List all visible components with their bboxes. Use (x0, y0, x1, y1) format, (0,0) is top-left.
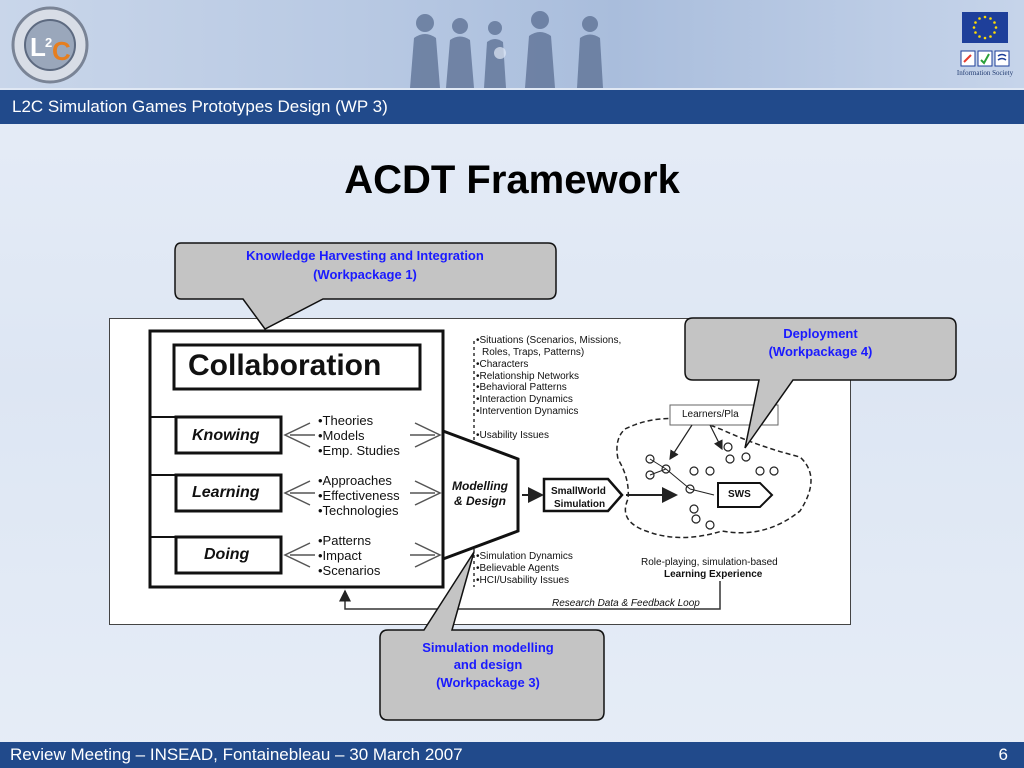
presentation-title: L2C Simulation Games Prototypes Design (… (12, 97, 388, 116)
knowing-item: •Theories (318, 413, 374, 428)
collaboration-title: Collaboration (188, 349, 382, 382)
callout-wp3-line3: (Workpackage 3) (436, 675, 540, 690)
bottom-list-item: •Simulation Dynamics (476, 551, 573, 562)
callout-wp1-line1: Knowledge Harvesting and Integration (246, 248, 484, 263)
footer-text: Review Meeting – INSEAD, Fontainebleau –… (10, 745, 463, 764)
learners-label: Learners/Pla (682, 409, 739, 420)
svg-text:L: L (30, 32, 46, 62)
knowing-item: •Emp. Studies (318, 443, 400, 458)
header-band (0, 0, 1024, 90)
top-list-item: Roles, Traps, Patterns) (482, 347, 585, 358)
sws-label: SWS (728, 489, 751, 500)
top-list-item: •Intervention Dynamics (476, 406, 579, 417)
top-list-item: •Situations (Scenarios, Missions, (476, 335, 622, 346)
bottom-list-item: •Believable Agents (476, 563, 560, 574)
callout-wp4-line2: (Workpackage 4) (768, 344, 873, 359)
row-label-doing: Doing (204, 546, 250, 563)
simulation-label: Simulation (554, 499, 606, 510)
ist-label: Information Society (956, 69, 1014, 77)
doing-item: •Impact (318, 548, 362, 563)
smallworld-label: SmallWorld (551, 486, 606, 497)
learning-item: •Technologies (318, 503, 399, 518)
callout-wp1: Knowledge Harvesting and Integration (Wo… (173, 239, 563, 336)
learning-item: •Approaches (318, 473, 392, 488)
page-number: 6 (998, 745, 1008, 764)
top-list-item: •Characters (476, 359, 529, 370)
row-label-knowing: Knowing (192, 427, 260, 444)
feedback-loop-label: Research Data & Feedback Loop (552, 598, 700, 609)
roleplay-label: Role-playing, simulation-based (641, 557, 778, 568)
doing-item: •Patterns (318, 533, 371, 548)
top-list-item: •Interaction Dynamics (476, 394, 573, 405)
bottom-list-item: •HCI/Usability Issues (476, 575, 569, 586)
footer-bar: Review Meeting – INSEAD, Fontainebleau –… (0, 742, 1024, 768)
row-label-learning: Learning (192, 484, 260, 501)
callout-wp3-line1: Simulation modelling (422, 640, 554, 655)
l2c-logo: L 2 C (10, 4, 90, 91)
modelling-label: Modelling (452, 479, 508, 493)
callout-wp3-line2: and design (453, 657, 523, 672)
callout-wp4-line1: Deployment (783, 326, 858, 341)
eu-flag-icon (962, 12, 1008, 43)
svg-text:C: C (52, 36, 71, 66)
callout-wp1-line2: (Workpackage 1) (313, 267, 417, 282)
slide-title: ACDT Framework (344, 158, 680, 202)
ist-logo-icon (960, 50, 1010, 68)
learning-item: •Effectiveness (318, 488, 400, 503)
design-label: & Design (454, 494, 507, 508)
doing-item: •Scenarios (318, 563, 381, 578)
callout-wp3: Simulation modelling and design (Workpac… (378, 548, 608, 729)
title-bar: L2C Simulation Games Prototypes Design (… (0, 88, 1024, 124)
people-silhouettes (380, 8, 630, 93)
learning-experience-label: Learning Experience (664, 569, 763, 580)
callout-wp4: Deployment (Workpackage 4) (683, 316, 958, 456)
top-list-item: •Behavioral Patterns (476, 382, 567, 393)
top-list-item: •Relationship Networks (476, 371, 579, 382)
usability-item: •Usability Issues (476, 430, 549, 441)
knowing-item: •Models (318, 428, 365, 443)
svg-text:2: 2 (45, 35, 52, 50)
